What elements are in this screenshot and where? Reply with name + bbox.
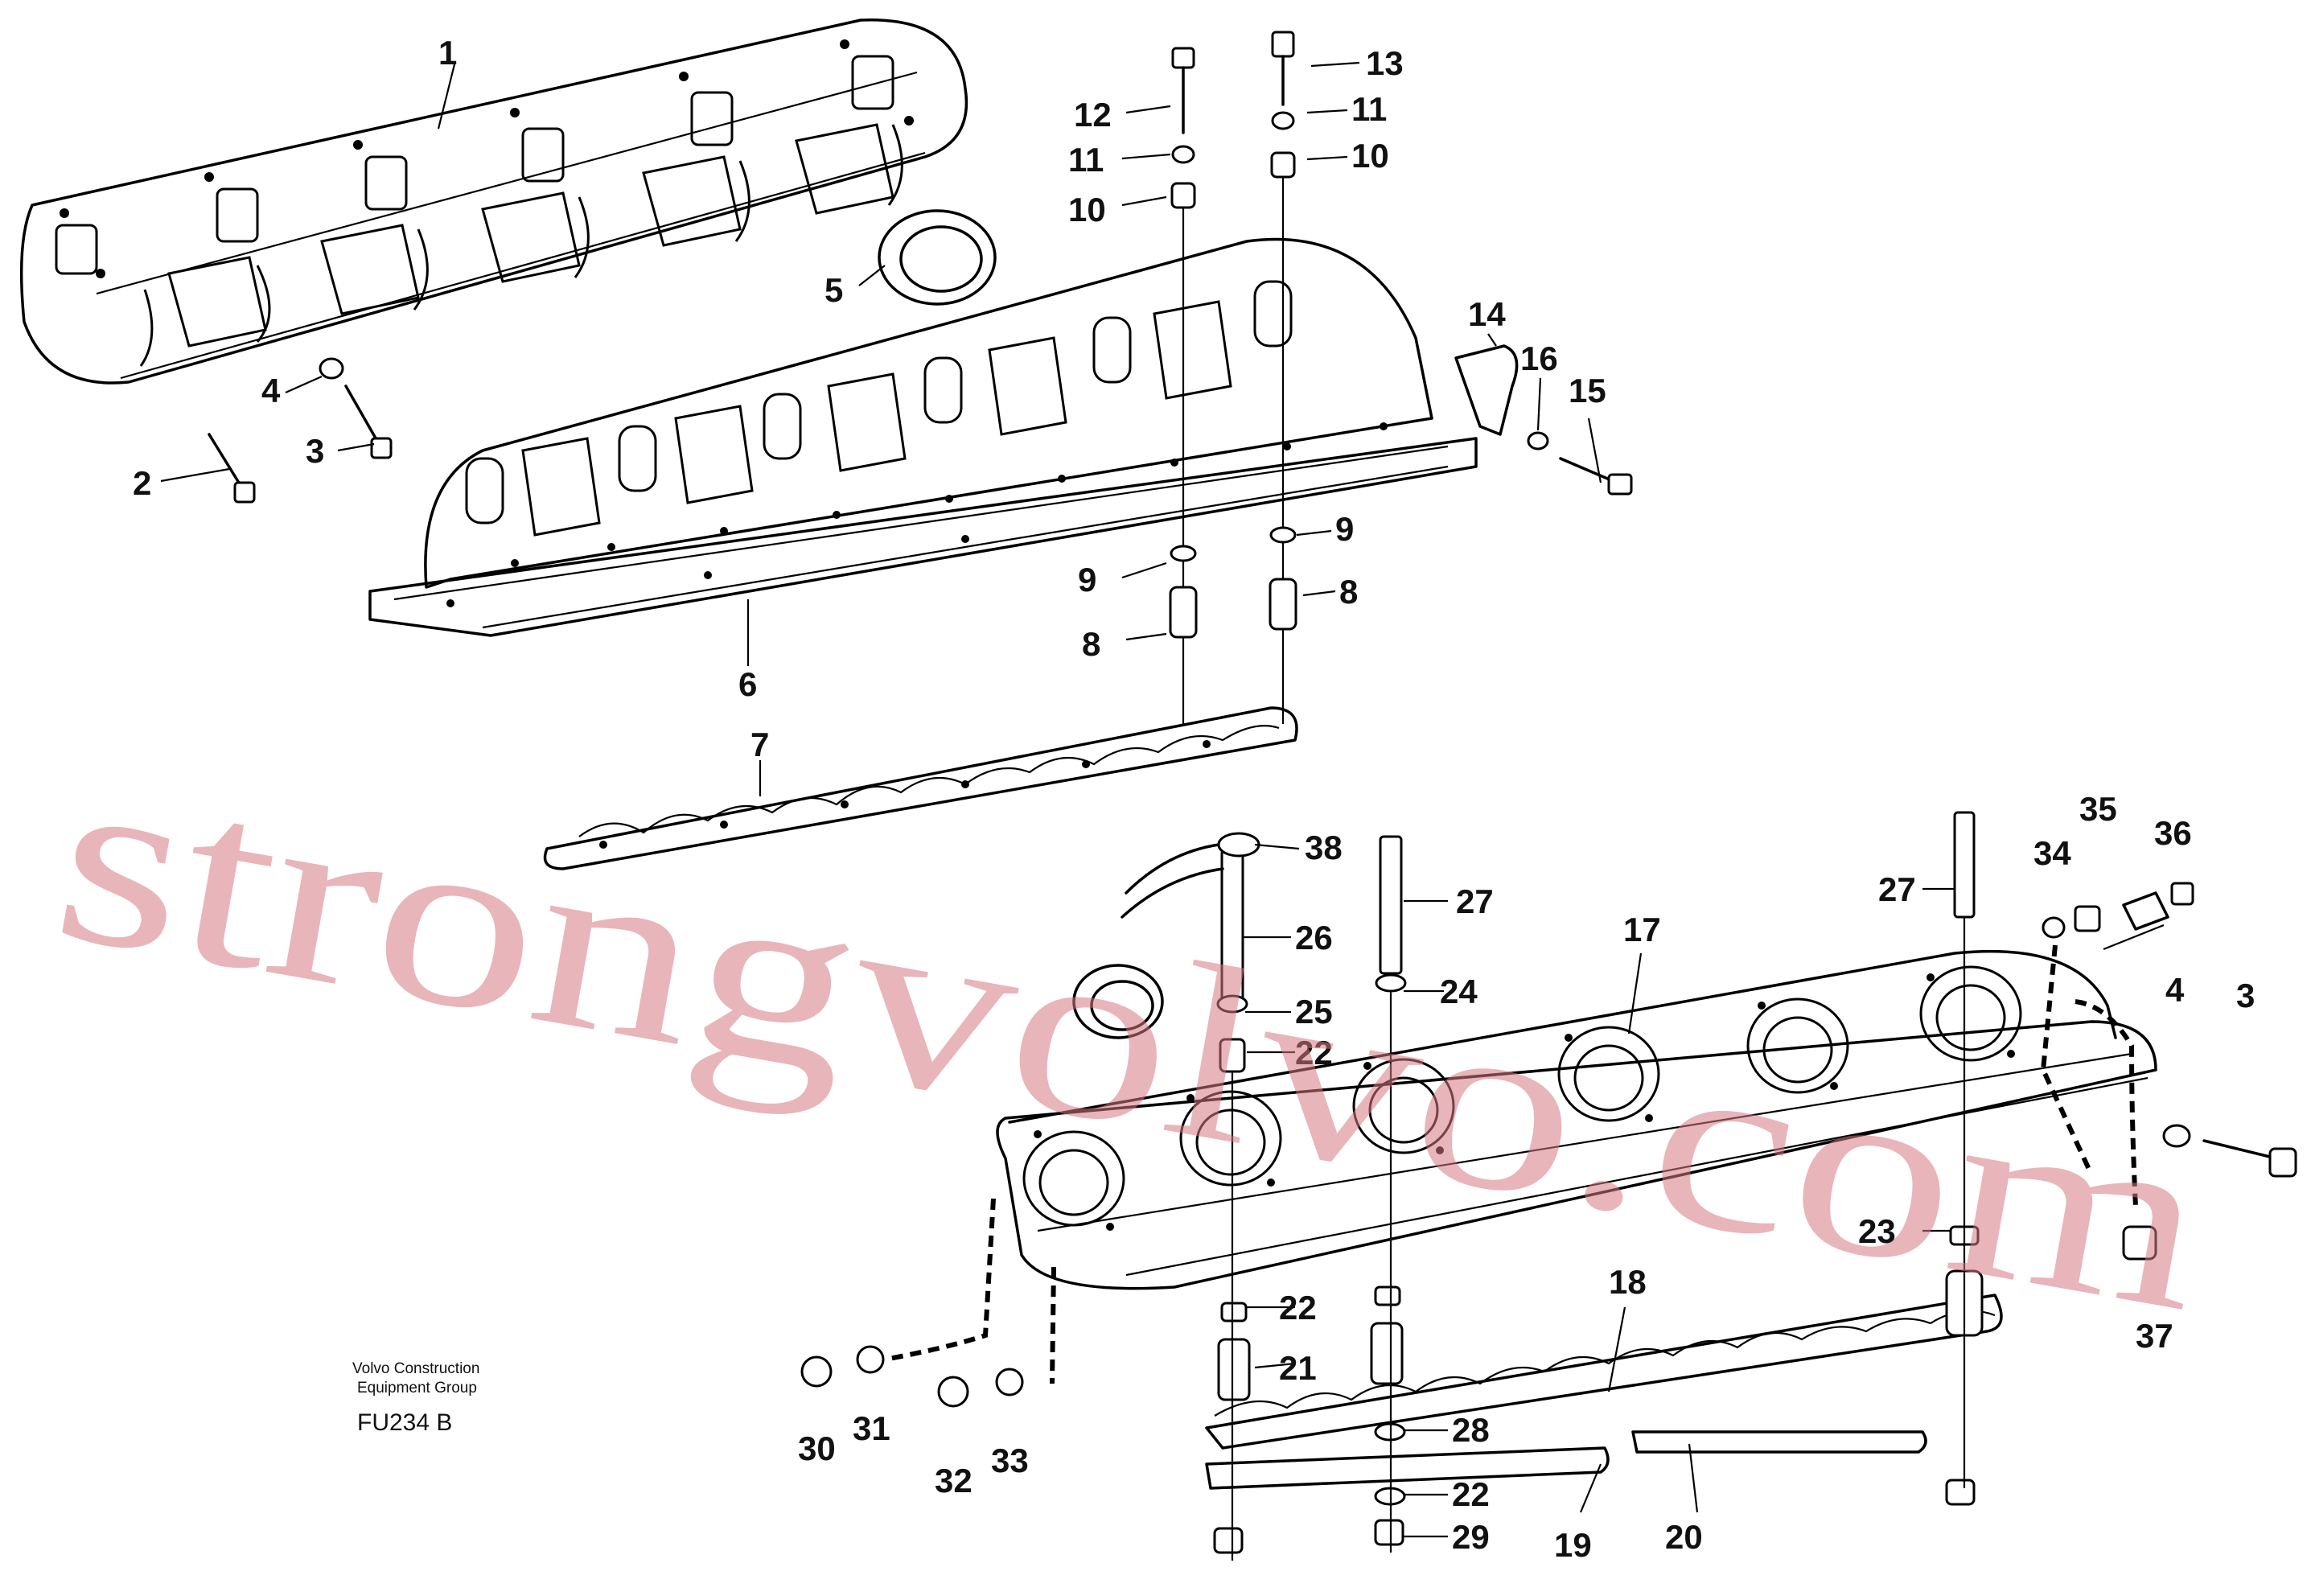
callout-1: 1: [438, 34, 457, 72]
callout-6: 6: [738, 665, 757, 703]
callout-11-right: 11: [1351, 90, 1387, 128]
callout-29: 29: [1452, 1518, 1490, 1556]
callout-15: 15: [1569, 372, 1606, 409]
callout-14: 14: [1468, 295, 1506, 333]
callout-9-right: 9: [1335, 510, 1354, 548]
exhaust-manifold-upper: [19, 19, 968, 385]
callout-35: 35: [2079, 790, 2117, 828]
callout-26: 26: [1295, 919, 1333, 956]
figure-code: FU234 B: [357, 1409, 452, 1436]
gasket-lower: [1205, 1294, 2003, 1450]
callout-17: 17: [1623, 911, 1661, 948]
callout-32: 32: [935, 1462, 973, 1499]
callout-leaders: [160, 61, 1955, 1538]
callout-labels: 1 2 3 4 5 6 7 8 8 9 9 10 10 11 11 12 13 …: [133, 34, 2255, 1564]
footer-line-1: Volvo Construction: [352, 1360, 479, 1377]
callout-19: 19: [1554, 1526, 1592, 1564]
callout-13: 13: [1366, 44, 1404, 82]
callout-34: 34: [2033, 834, 2071, 872]
callout-22-lower-left: 22: [1279, 1289, 1317, 1327]
callout-22-upper: 22: [1295, 1034, 1333, 1072]
callout-27-left: 27: [1456, 882, 1494, 920]
callout-31: 31: [853, 1409, 890, 1447]
callout-9-left: 9: [1078, 561, 1096, 598]
callout-20: 20: [1665, 1518, 1703, 1556]
callout-5: 5: [824, 271, 843, 309]
callout-22-bottom: 22: [1452, 1475, 1490, 1513]
callout-8-right: 8: [1339, 573, 1358, 611]
seal-ring: [878, 209, 997, 306]
manifold-lower-section: [368, 237, 1478, 637]
callout-10-left: 10: [1068, 191, 1106, 228]
callout-33: 33: [991, 1442, 1029, 1479]
callout-4: 4: [261, 372, 281, 409]
callout-37: 37: [2136, 1317, 2173, 1355]
fastener-stacks: [208, 31, 2297, 1561]
callout-3-right: 3: [2236, 977, 2255, 1014]
gasket-upper: [543, 706, 1298, 870]
callout-30: 30: [798, 1429, 836, 1467]
callout-23: 23: [1858, 1212, 1896, 1250]
callout-16: 16: [1520, 339, 1558, 377]
callout-25: 25: [1295, 993, 1333, 1030]
watermark: strongvolvo.com: [39, 715, 2226, 1364]
callout-27-right: 27: [1878, 870, 1916, 908]
callout-28: 28: [1452, 1411, 1490, 1449]
callout-7: 7: [750, 726, 769, 763]
callout-21: 21: [1279, 1349, 1317, 1387]
callout-10-right: 10: [1351, 137, 1389, 175]
footer-caption: Volvo Construction Equipment Group FU234…: [352, 1360, 479, 1436]
callout-36: 36: [2154, 814, 2192, 852]
callout-38: 38: [1305, 829, 1343, 866]
callout-8-left: 8: [1082, 625, 1100, 663]
heat-shield-strips: [1205, 1430, 1927, 1490]
callout-12: 12: [1074, 96, 1112, 134]
callout-18: 18: [1609, 1263, 1647, 1301]
callout-4-right: 4: [2165, 971, 2185, 1009]
callout-2: 2: [133, 464, 151, 502]
callout-3: 3: [306, 432, 324, 470]
callout-24: 24: [1440, 973, 1478, 1010]
footer-line-2: Equipment Group: [357, 1380, 477, 1396]
callout-11-left: 11: [1068, 141, 1104, 179]
